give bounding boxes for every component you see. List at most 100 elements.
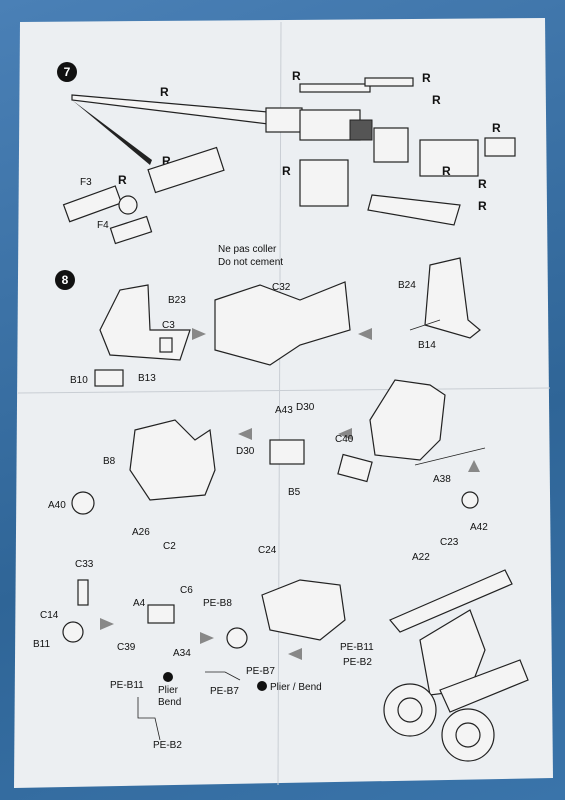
part-f4	[109, 215, 153, 245]
step-8-badge	[55, 270, 75, 290]
label-r-barrel: R	[160, 85, 169, 99]
label-c6: C6	[180, 585, 193, 596]
label-pe-b8: PE-B8	[203, 598, 232, 609]
label-b10: B10	[70, 375, 88, 386]
label-r-top2: R	[422, 71, 431, 85]
part-top-rod2	[364, 77, 414, 87]
step-8-number: 8	[62, 273, 69, 287]
part-d30-block	[269, 439, 305, 465]
finished-gun-illustration	[383, 569, 529, 762]
label-a26: A26	[132, 527, 150, 538]
part-c40	[337, 453, 373, 483]
part-a4	[147, 604, 175, 624]
label-c40: C40	[335, 434, 354, 445]
label-a42: A42	[470, 522, 488, 533]
arrow-from-d30	[238, 428, 252, 440]
arrow-from-pe-b11	[288, 648, 302, 660]
barrel-part	[71, 94, 373, 141]
part-a38-rod	[414, 447, 486, 466]
label-c24: C24	[258, 545, 277, 556]
label-c23: C23	[440, 537, 459, 548]
label-a34: A34	[173, 648, 191, 659]
arrow-to-a4	[100, 618, 114, 630]
part-slide	[367, 194, 461, 226]
part-a40-wheel	[71, 491, 95, 515]
part-gear-small	[226, 627, 248, 649]
label-a43: A43	[275, 405, 293, 416]
step-7-badge	[57, 62, 77, 82]
part-f3	[62, 185, 123, 223]
label-b23: B23	[168, 295, 186, 306]
label-a4: A4	[133, 598, 146, 609]
label-c39: C39	[117, 642, 136, 653]
label-pe-b2: PE-B2	[343, 657, 372, 668]
part-mid-frame	[129, 419, 216, 501]
label-b8: B8	[103, 456, 116, 467]
label-pe-b11: PE-B11	[340, 642, 374, 653]
part-c33	[77, 579, 89, 606]
part-a42-wheel	[461, 491, 479, 509]
fold-line-vertical	[277, 21, 282, 786]
label-r-f3: R	[118, 173, 127, 187]
part-elevation-assembly	[261, 579, 346, 641]
label-b5: B5	[288, 487, 301, 498]
label-d30-left: D30	[236, 446, 255, 457]
part-right-frame	[369, 379, 446, 461]
label-r-top1: R	[292, 69, 301, 83]
label-plier-bend: Plier / Bend	[270, 682, 322, 693]
label-r-bottom1: R	[478, 177, 487, 191]
part-b11	[62, 621, 84, 643]
part-frame-center	[214, 281, 351, 366]
part-b14-rod	[409, 319, 441, 331]
arrow-to-gear	[200, 632, 214, 644]
label-c32: C32	[272, 282, 291, 293]
label-r-clip: R	[432, 93, 441, 107]
label-a22: A22	[412, 552, 430, 563]
label-f4: F4	[97, 220, 109, 231]
part-breech-ring	[373, 127, 409, 163]
label-c33: C33	[75, 559, 94, 570]
label-d30-top: D30	[296, 402, 315, 413]
label-r-breech: R	[492, 121, 501, 135]
label-f3: F3	[80, 177, 92, 188]
muzzle-shading	[72, 100, 152, 165]
label-pe-b2-bottom: PE-B2	[153, 740, 182, 751]
part-breech-block	[419, 139, 479, 177]
arrow-to-frame	[192, 328, 206, 340]
label-r-tube: R	[162, 154, 171, 168]
check-icon-plier-bend	[257, 681, 267, 691]
label-pe-b7-bottom: PE-B7	[210, 686, 239, 697]
label-c3: C3	[162, 320, 175, 331]
part-b10	[94, 369, 124, 387]
label-c2: C2	[163, 541, 176, 552]
label-pe-b11-bottom: PE-B11	[110, 680, 144, 691]
label-b24: B24	[398, 280, 416, 291]
tube-part	[147, 146, 225, 194]
note-french: Ne pas coller	[218, 244, 277, 255]
part-breech-cap	[484, 137, 516, 157]
part-cradle	[299, 159, 349, 207]
step-7-number: 7	[64, 65, 71, 79]
part-top-rod1	[299, 83, 371, 93]
label-plier: Plier	[158, 685, 179, 696]
pe-b7-bend-line	[205, 671, 241, 681]
label-c14: C14	[40, 610, 59, 621]
step-8: 8 Ne pas coller Do not cement B23 C3 B10…	[33, 244, 529, 762]
label-a40: A40	[48, 500, 66, 511]
pe-b11-bend-line	[137, 697, 161, 741]
label-bend: Bend	[158, 697, 181, 708]
step-7: 7 R R F3 R F4 R R R R R R R R	[57, 62, 516, 245]
arrow-up-to-right	[468, 460, 480, 472]
label-r-bottom2: R	[478, 199, 487, 213]
label-b11: B11	[33, 639, 50, 650]
label-r-right: R	[442, 164, 451, 178]
note-english: Do not cement	[218, 257, 283, 268]
fold-line-horizontal	[17, 387, 551, 394]
check-icon-plier	[163, 672, 173, 682]
label-b14: B14	[418, 340, 436, 351]
label-pe-b7: PE-B7	[246, 666, 275, 677]
label-a38: A38	[433, 474, 451, 485]
label-r-cradle: R	[282, 164, 291, 178]
